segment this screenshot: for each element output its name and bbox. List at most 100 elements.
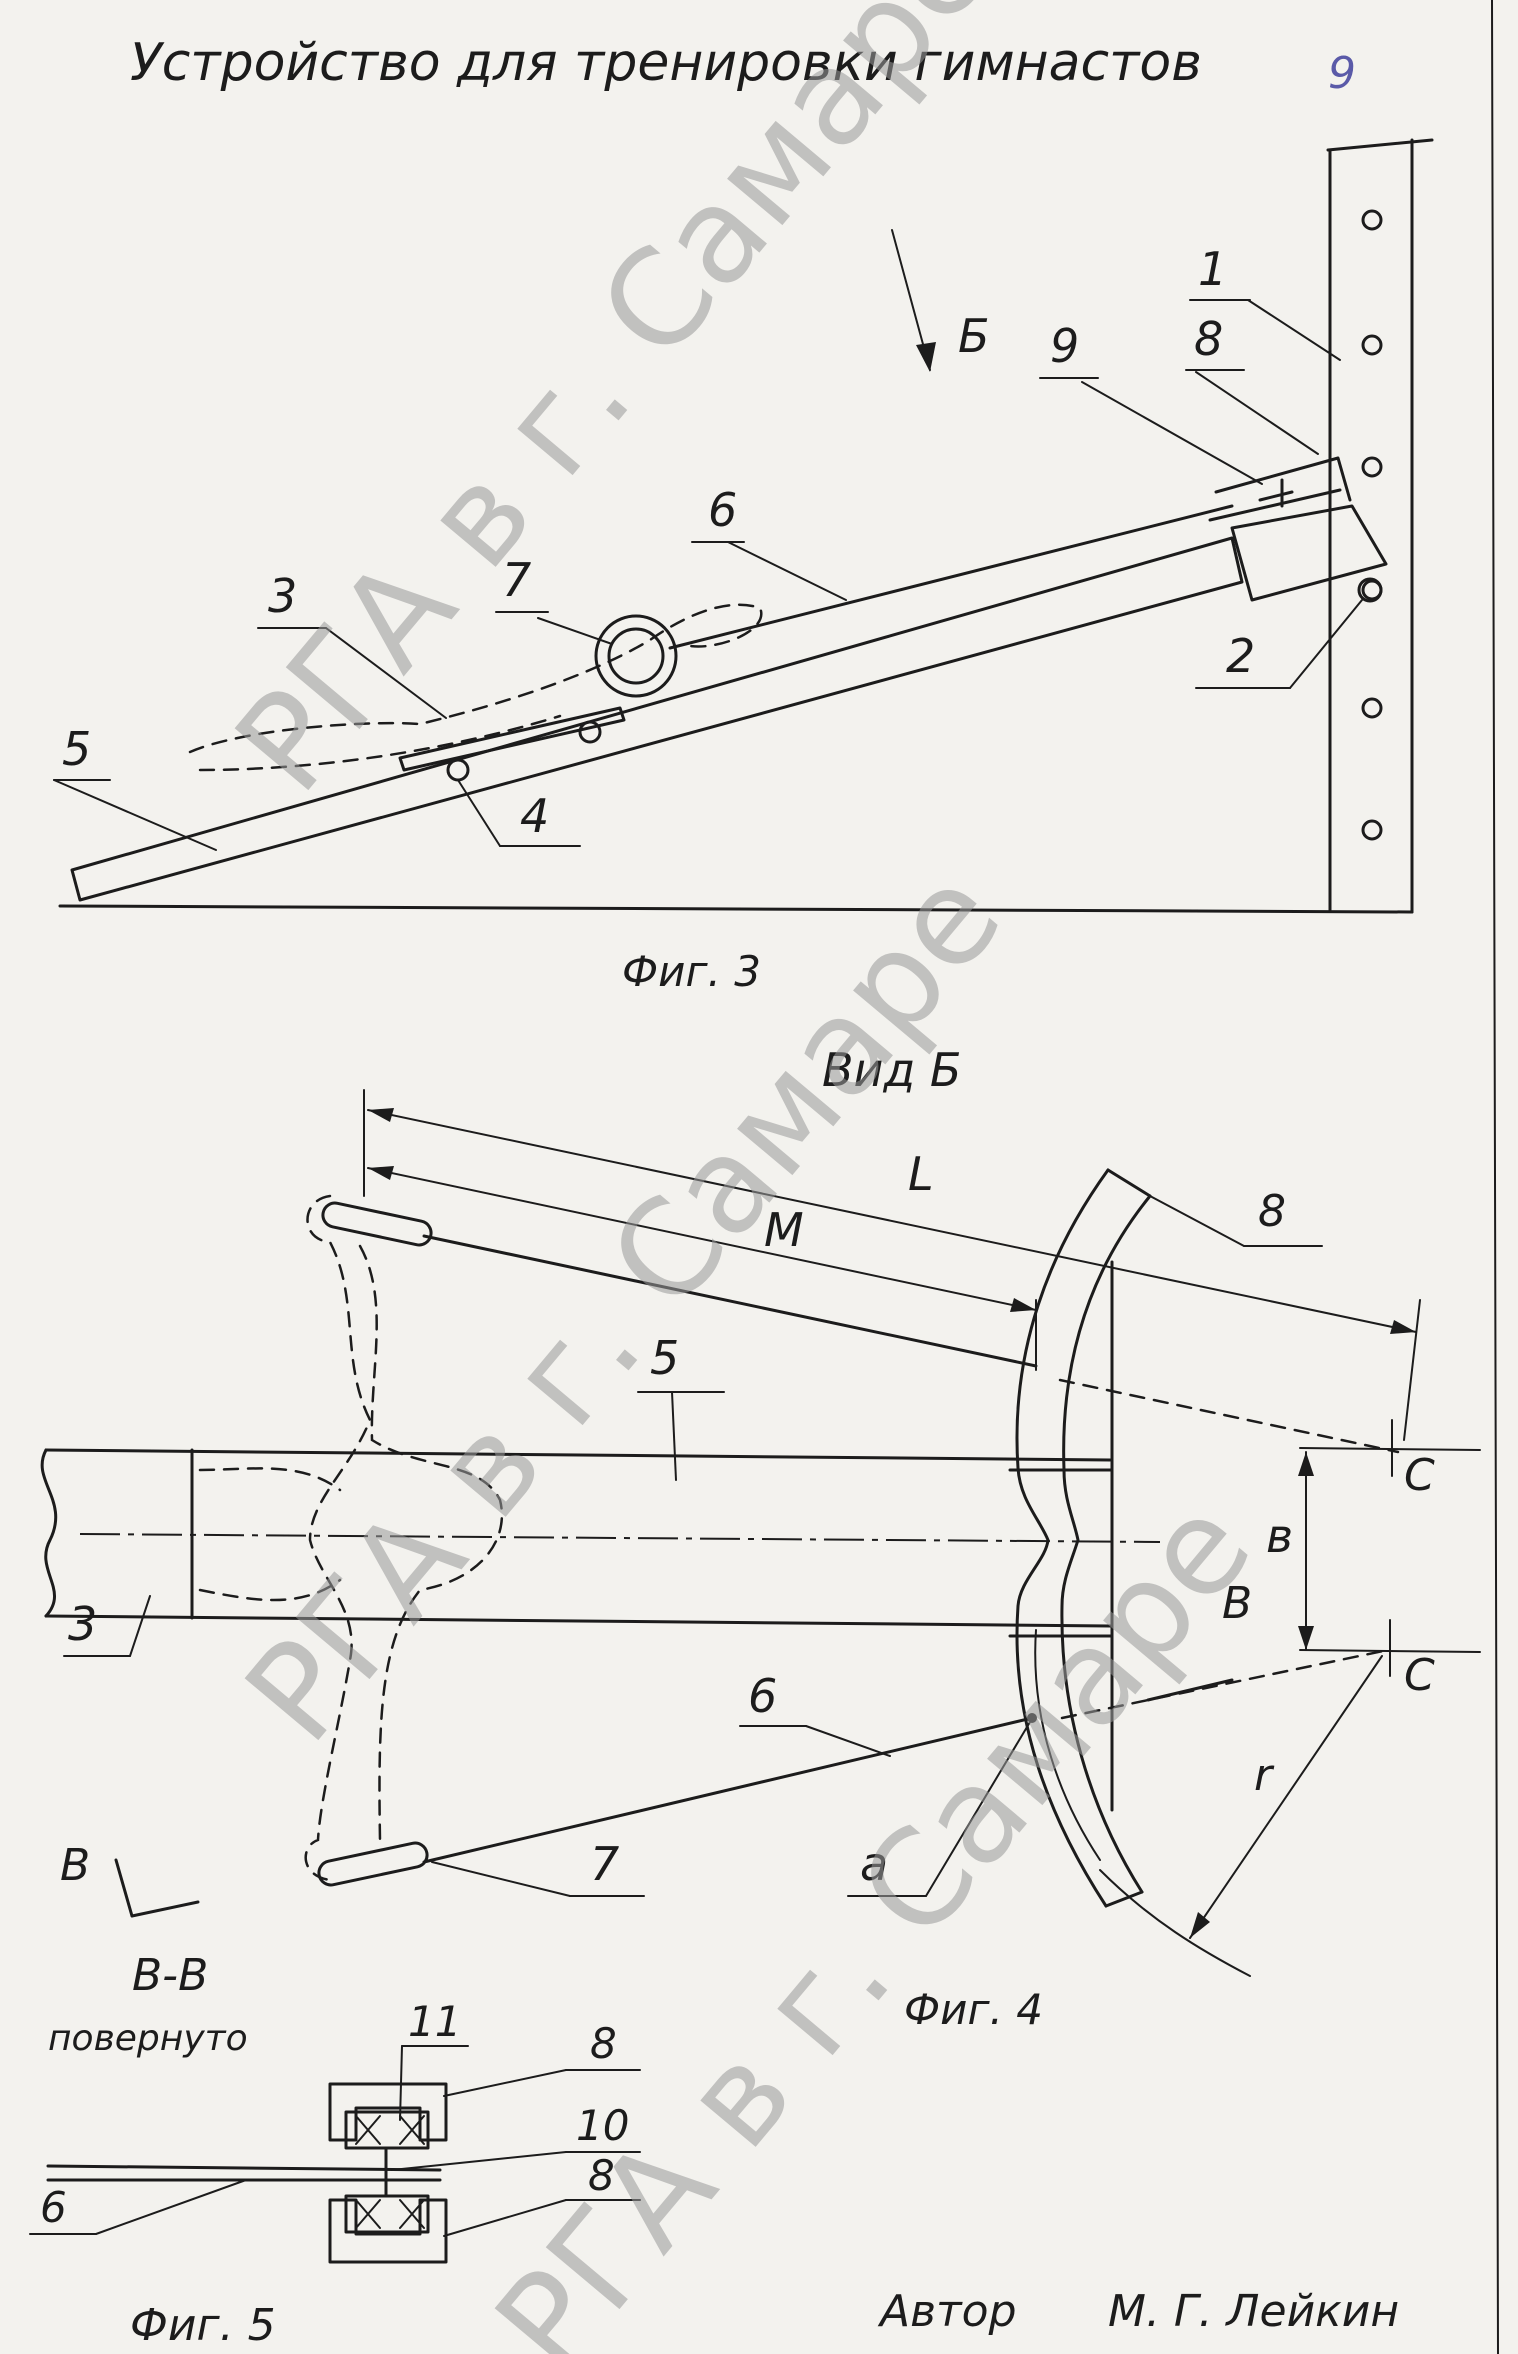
label-9: 9: [1050, 319, 1079, 373]
leader-8: [1195, 371, 1319, 455]
dim-arrow: [1190, 1912, 1210, 1938]
label-section-b: В: [1222, 1578, 1252, 1629]
label-a: a: [860, 1837, 888, 1891]
leader-3: [129, 1595, 151, 1657]
leader-5: [53, 779, 217, 851]
label-l: L: [908, 1147, 934, 1201]
leader-6: [727, 541, 847, 601]
section-title: В-В: [132, 1950, 208, 2001]
gymnast-leg-bottom: [198, 1578, 342, 1602]
gymnast-top-right: [358, 1244, 504, 1842]
gymnast-silhouette-lower: [198, 714, 562, 772]
label-6: 6: [748, 1669, 777, 1723]
hook-block: [1230, 504, 1388, 602]
figure-4-caption: Фиг. 4: [904, 1985, 1043, 2034]
label-3: 3: [68, 1597, 97, 1651]
figure-4: Вид Б: [40, 1043, 1481, 2034]
bearing-cross: [355, 2115, 425, 2145]
wall-hole: [1361, 819, 1383, 841]
hook-slot: [1208, 488, 1342, 522]
author-label: Автор: [877, 2286, 1017, 2337]
label-5: 5: [62, 722, 91, 776]
leader-1: [1247, 299, 1341, 361]
dim-arrow: [1298, 1626, 1314, 1650]
label-8-lower: 8: [588, 2151, 615, 2200]
ring-7: [594, 614, 678, 698]
label-1: 1: [1198, 242, 1227, 296]
drawing-title: Устройство для тренировки гимнастов: [130, 33, 1202, 93]
label-8: 8: [1194, 312, 1223, 366]
label-6: 6: [708, 483, 737, 537]
leader-7: [537, 617, 613, 645]
label-5: 5: [650, 1331, 679, 1385]
label-6: 6: [40, 2183, 67, 2232]
radius-r-line: [1189, 1655, 1383, 1939]
rail-groove: [1034, 1629, 1101, 1861]
label-10: 10: [576, 2101, 629, 2150]
cable-6: [46, 2164, 442, 2172]
grip-lower: [317, 1841, 429, 1887]
label-2: 2: [1226, 629, 1255, 683]
dim-arrow: [1390, 1320, 1416, 1334]
wall-top: [1326, 138, 1434, 152]
construction-line-top: [1058, 1378, 1400, 1454]
rail-end-bottom: [1104, 1890, 1144, 1908]
rail-end-top: [1106, 1168, 1152, 1198]
label-b-dimension: в: [1266, 1509, 1293, 1563]
section-arrow-b: [114, 1858, 134, 1918]
label-section-arrow: В: [60, 1840, 90, 1891]
c-line-top: [1299, 1447, 1481, 1451]
label-3: 3: [268, 569, 297, 623]
pin-9: [1258, 490, 1294, 502]
figure-3-caption: Фиг. 3: [622, 947, 761, 996]
label-c-top: C: [1404, 1450, 1435, 1501]
dim-arrow: [1298, 1452, 1314, 1476]
label-7: 7: [502, 553, 531, 607]
label-7: 7: [590, 1837, 619, 1891]
radius-arc: [1099, 1869, 1251, 1977]
leader-8: [1149, 1195, 1245, 1247]
ring-7-inner: [607, 627, 665, 685]
label-view-b: Б: [958, 309, 990, 363]
center-axis: [79, 1533, 1161, 1543]
wall-hole: [1361, 697, 1383, 719]
figure-3: 1 8 9 Б 6 7 3 4 5 2 Фиг. 3: [53, 138, 1434, 996]
bearing-cross-lower: [355, 2199, 425, 2229]
leader-10: [391, 2151, 567, 2171]
author-name: М. Г. Лейкин: [1108, 2286, 1399, 2337]
leader-9: [1081, 381, 1263, 485]
page-number-mark: 9: [1328, 48, 1356, 99]
view-b-title: Вид Б: [822, 1043, 961, 1097]
board-break-line: [40, 1448, 58, 1618]
section-arrow-b-foot: [130, 1900, 200, 1918]
leader-6: [805, 1725, 891, 1757]
sheet-border: [1491, 0, 1499, 2354]
point-a: [1027, 1713, 1037, 1723]
gymnast-silhouette: [188, 603, 763, 754]
construction-line-bottom: [1060, 1648, 1390, 1720]
roller-4: [578, 720, 602, 744]
board-top-edge: [44, 1448, 1112, 1462]
leader-8-lower: [443, 2199, 567, 2237]
curved-rail-outer: [1060, 1194, 1152, 1894]
watermark: РГА в г. Самаре: [467, 1471, 1282, 2354]
inclined-board: [70, 536, 1244, 902]
leader-6: [95, 2179, 247, 2235]
dimension-m-line: [367, 1167, 1037, 1311]
grip-upper: [321, 1201, 433, 1247]
label-r: r: [1254, 1750, 1275, 1801]
section-subtitle: повернуто: [48, 2018, 248, 2059]
dimension-l-line: [367, 1109, 1417, 1333]
leader-4: [457, 779, 501, 847]
leader-a: [925, 1721, 1031, 1897]
watermark: РГА в г. Самаре: [207, 0, 1022, 821]
leader-11: [399, 2045, 403, 2121]
label-4: 4: [520, 789, 549, 843]
carriage-3: [398, 706, 626, 772]
figure-5-caption: Фиг. 5: [130, 2300, 276, 2351]
board-bottom-edge: [44, 1614, 1112, 1628]
cable-6: [668, 504, 1234, 650]
label-11: 11: [408, 1997, 461, 2046]
